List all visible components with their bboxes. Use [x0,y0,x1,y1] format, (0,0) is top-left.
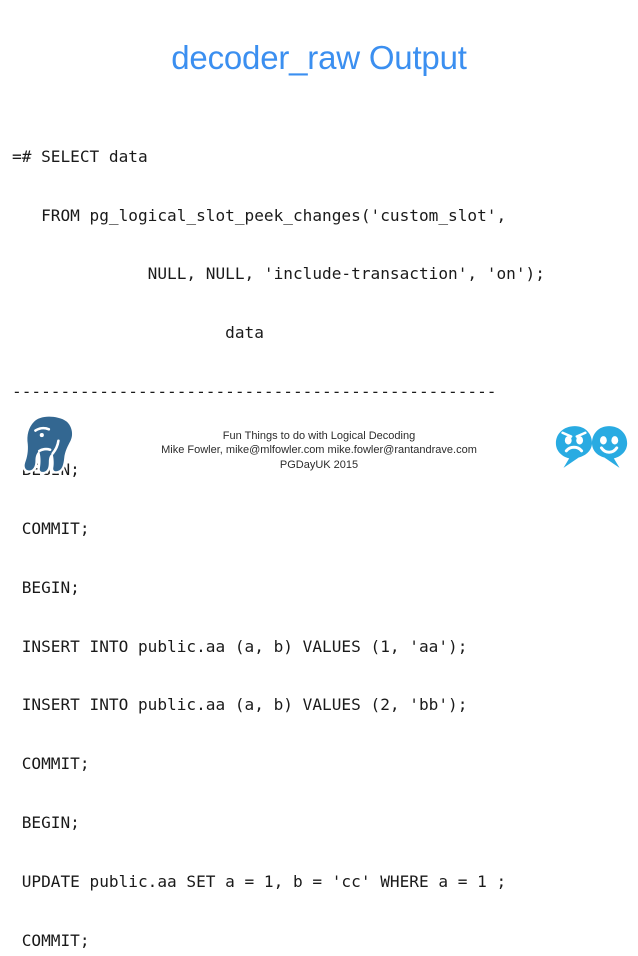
footer-talk-title: Fun Things to do with Logical Decoding [222,429,416,442]
footer-event: PGDayUK 2015 [279,458,359,471]
postgresql-elephant-icon [12,414,78,475]
page-title: decoder_raw Output [171,39,467,76]
sql-query-line: FROM pg_logical_slot_peek_changes('custo… [12,205,507,225]
result-row: COMMIT; [12,930,90,950]
psql-console-output: =# SELECT data FROM pg_logical_slot_peek… [12,88,632,956]
rant-and-rave-logo [554,424,630,470]
result-row: COMMIT; [12,519,90,539]
slide-canvas: decoder_raw Output =# SELECT data FROM p… [0,39,638,950]
sql-query-line: =# SELECT data [12,146,148,166]
footer-author-contact: Mike Fowler, mike@mlfowler.com mike.fowl… [161,444,477,456]
sql-query-line: NULL, NULL, 'include-transaction', 'on')… [12,264,545,284]
rave-bubble-icon [592,426,628,468]
result-row: BEGIN; [12,812,80,832]
result-row: INSERT INTO public.aa (a, b) VALUES (2, … [12,695,468,715]
result-row: INSERT INTO public.aa (a, b) VALUES (1, … [12,636,468,656]
result-row: COMMIT; [12,754,90,774]
rant-bubble-icon [555,426,592,468]
result-row: UPDATE public.aa SET a = 1, b = 'cc' WHE… [12,871,507,891]
slide-footer: Fun Things to do with Logical Decoding M… [0,429,638,473]
result-header-separator: ----------------------------------------… [12,381,497,401]
result-row: BEGIN; [12,577,80,597]
result-column-header: data [12,323,264,343]
